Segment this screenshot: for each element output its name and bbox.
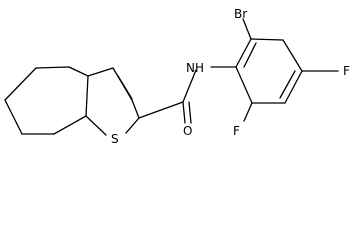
sulfur-label: S	[111, 132, 119, 146]
bromine-label: Br	[234, 7, 247, 21]
fluorine-ortho-label: F	[233, 124, 240, 138]
oxygen-label: O	[183, 124, 192, 138]
bond-lines	[4, 18, 339, 136]
molecule-structure: Br NH F F O S	[4, 7, 350, 146]
fluorine-para-label: F	[343, 64, 350, 78]
nitrogen-label: NH	[186, 61, 204, 75]
